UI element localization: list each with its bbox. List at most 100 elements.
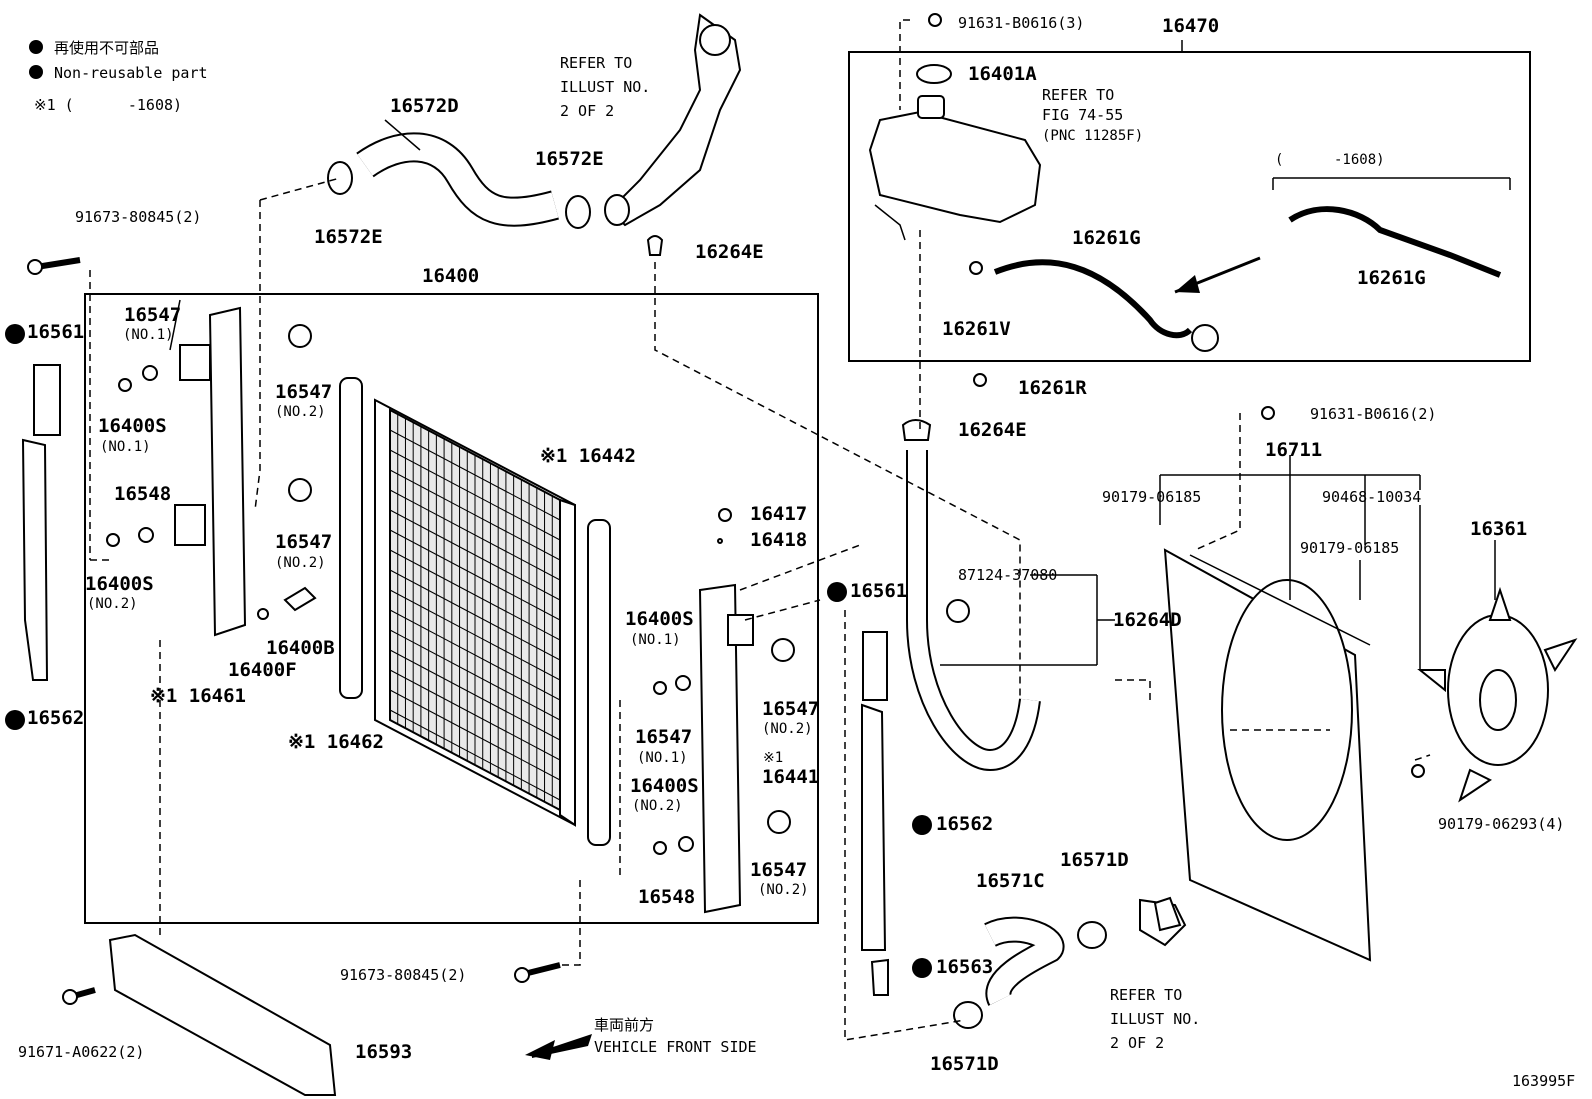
callout: (NO.2) (275, 555, 326, 571)
radiator-tank-left (174, 306, 247, 637)
callout: 2 OF 2 (1110, 1034, 1164, 1052)
leader-lines (169, 119, 1496, 670)
callout: 16261R (1018, 377, 1087, 399)
non-reusable-dot-icon (912, 815, 932, 835)
callout: 16593 (355, 1041, 412, 1063)
callout: 16562 (27, 707, 84, 729)
callout: 16441 (762, 766, 819, 788)
callout: 16264E (958, 419, 1027, 441)
callout: 16561 (27, 321, 84, 343)
callout: 車両前方 (594, 1016, 654, 1034)
radiator-lower-guide-16593 (108, 933, 337, 1096)
upper-radiator-hose (327, 132, 591, 229)
callout: 16261G (1072, 227, 1141, 249)
callout: 16548 (638, 886, 695, 908)
callout: ILLUST NO. (560, 78, 650, 96)
callout: 16563 (936, 956, 993, 978)
callout: 2 OF 2 (560, 102, 614, 120)
callout: 16261V (942, 318, 1011, 340)
callout: 16361 (1470, 518, 1527, 540)
callout: (NO.1) (123, 327, 174, 343)
gasket-16442 (587, 519, 611, 846)
callout: 16547 (275, 531, 332, 553)
callout: (NO.1) (637, 750, 688, 766)
legend-jp: 再使用不可部品 (54, 39, 159, 57)
callout: 16400S (630, 775, 699, 797)
seal-16562-left (21, 438, 49, 681)
callout: 16572E (314, 226, 383, 248)
core-tube-line (389, 529, 561, 621)
callout: 16562 (936, 813, 993, 835)
callout: 16547 (635, 726, 692, 748)
gasket-16462 (339, 377, 363, 699)
callout: 16571D (1060, 849, 1129, 871)
reservoir-hose-16261G (993, 259, 1193, 339)
callout-labels: 16572D 16572E 16572E 16264E 16400 91673-… (18, 14, 1575, 1090)
seal-16561-right (862, 631, 888, 701)
callout: 91671-A0622(2) (18, 1043, 144, 1061)
callout: FIG 74-55 (1042, 106, 1123, 124)
callout: 91631-B0616(3) (958, 14, 1084, 32)
callout: 16547 (762, 698, 819, 720)
callout: 90179-06293(4) (1438, 815, 1564, 833)
callout: 16547 (124, 304, 181, 326)
callout: ( -1608) (1275, 152, 1385, 168)
legend: 再使用不可部品 Non-reusable part ※1 ( -1608) (29, 39, 208, 114)
callout: (PNC 11285F) (1042, 128, 1143, 144)
callout: REFER TO (1042, 86, 1114, 104)
callout: (NO.2) (758, 882, 809, 898)
callout: 16401A (968, 63, 1037, 85)
non-reusable-dot-icon (827, 582, 847, 602)
callout: REFER TO (560, 54, 632, 72)
callout: 91673-80845(2) (340, 966, 466, 984)
callout: (NO.2) (762, 721, 813, 737)
core-tube-line (389, 449, 561, 541)
core-tube-line (389, 469, 561, 561)
callout: 87124-37080 (958, 566, 1057, 584)
callout: 91673-80845(2) (75, 208, 201, 226)
callout: 16571C (976, 870, 1045, 892)
non-reusable-markers (5, 324, 932, 978)
fan-shroud (1163, 548, 1372, 962)
callout: ILLUST NO. (1110, 1010, 1200, 1028)
callout: 16400B (266, 637, 335, 659)
callout: 16400 (422, 265, 479, 287)
callout: ※1 16461 (150, 685, 246, 707)
legend-range-note: ※1 ( -1608) (34, 96, 182, 114)
callout: 16561 (850, 580, 907, 602)
callout: 16418 (750, 529, 807, 551)
core-tube-line (389, 629, 561, 721)
radiator-core (374, 398, 576, 827)
callout: ※1 16442 (540, 445, 636, 467)
callout: (NO.2) (632, 798, 683, 814)
callout: 90468-10034 (1322, 488, 1421, 506)
non-reusable-dot-icon (5, 710, 25, 730)
dashed-leaders (89, 19, 1431, 1041)
callout: ※1 16462 (288, 731, 384, 753)
callout: ※1 (763, 750, 783, 766)
radiator-tank-right (698, 583, 754, 914)
callout: 91631-B0616(2) (1310, 405, 1436, 423)
callout: 163995F (1512, 1072, 1575, 1090)
callout: 16571D (930, 1053, 999, 1075)
callout: (NO.2) (87, 596, 138, 612)
callout: 90179-06185 (1102, 488, 1201, 506)
core-tube-line (389, 669, 561, 761)
callout: 16417 (750, 503, 807, 525)
core-tube-line (389, 509, 561, 601)
small-parts (106, 324, 795, 855)
radiator-assembly-box (84, 293, 819, 924)
core-tube-line (389, 689, 561, 781)
callout: 16548 (114, 483, 171, 505)
callout: 16572D (390, 95, 459, 117)
core-tube-line (389, 549, 561, 641)
callout: 16264D (1113, 609, 1182, 631)
core-tube-line (389, 709, 561, 801)
callout: (NO.1) (100, 439, 151, 455)
callout: 16400S (85, 573, 154, 595)
callout: 16400S (625, 608, 694, 630)
core-tube-line (389, 589, 561, 681)
callout: 90179-06185 (1300, 539, 1399, 557)
callout: 16547 (750, 859, 807, 881)
